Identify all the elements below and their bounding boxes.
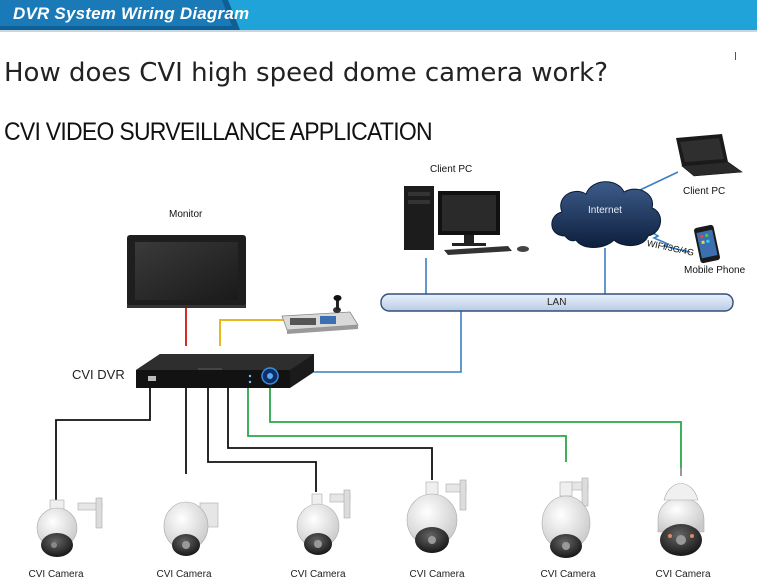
dvr-label: CVI DVR [72,367,125,382]
lan-label: LAN [547,297,567,308]
laptop-link [639,171,679,191]
camera-cable-1 [55,388,151,500]
laptop-label: Client PC [683,186,726,197]
diagram-subheading: CVI VIDEO SURVEILLANCE APPLICATION [4,118,433,146]
camera-cable-4 [227,388,433,480]
mobile-phone-label: Mobile Phone [684,265,746,276]
page-heading: How does CVI high speed dome camera work… [4,58,608,88]
monitor [127,235,246,308]
dvr-unit [136,354,314,388]
camera-label: CVI Camera [28,569,84,580]
camera-label: CVI Camera [156,569,212,580]
lan-bus [380,293,734,312]
camera-5 [541,477,591,558]
client-pc [404,186,529,255]
wireless-link [647,229,691,253]
control-cable [219,319,285,346]
mobile-phone [694,224,720,264]
camera-3 [296,489,351,555]
camera-label: CVI Camera [655,569,711,580]
camera-1 [36,497,103,557]
banner-background [0,0,757,32]
corner-mark [735,52,736,60]
title-banner: DVR System Wiring Diagram [0,0,757,32]
camera-2 [163,501,219,556]
internet-label: Internet [588,205,622,216]
ptz-keyboard [281,295,359,334]
monitor-label: Monitor [169,209,203,220]
camera-cable-6 [269,388,682,468]
internet-cloud [551,181,661,248]
camera-label: CVI Camera [409,569,465,580]
dvr-lan-cable [314,310,462,373]
camera-label: CVI Camera [290,569,346,580]
camera-cable-5 [247,388,567,462]
camera-label: CVI Camera [540,569,596,580]
banner-title: DVR System Wiring Diagram [13,4,250,23]
camera-4 [406,479,467,553]
client-pc-label: Client PC [430,164,473,175]
camera-cable-3 [207,388,317,492]
laptop [676,134,743,177]
camera-6 [657,468,705,556]
